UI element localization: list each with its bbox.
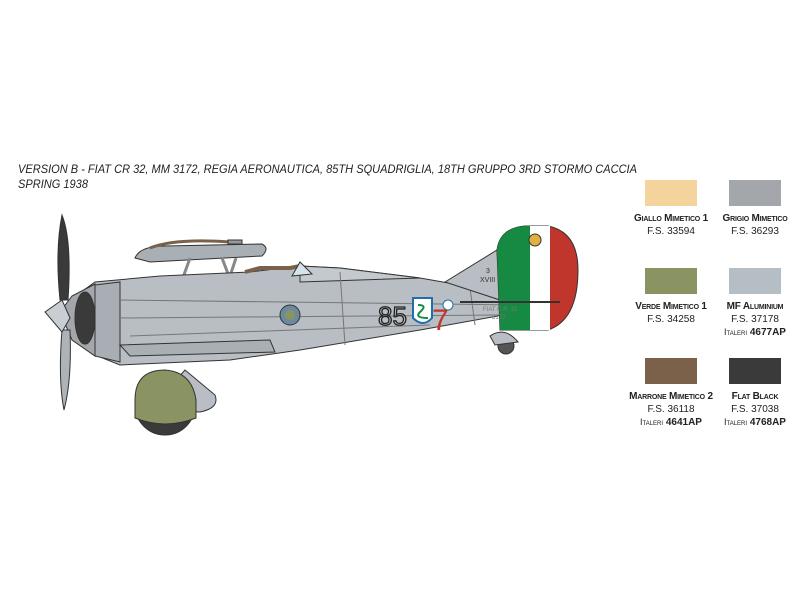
type-stencil: FIAT C.R. 32 <box>483 307 518 313</box>
color-name: Marrone Mimetico 2 <box>629 391 713 402</box>
fs-code: F.S. 36118 <box>647 404 695 415</box>
italeri-label: Italeri <box>640 417 664 427</box>
color-swatch: Giallo Mimetico 1 F.S. 33594 <box>628 180 714 237</box>
squadron-code: 85 <box>378 301 407 331</box>
italeri-code: Italeri 4677AP <box>712 327 798 338</box>
aircraft-number: 7 <box>432 304 449 337</box>
color-swatch: Verde Mimetico 1 F.S. 34258 <box>628 268 714 325</box>
color-swatch: Grigio Mimetico F.S. 36293 <box>712 180 798 237</box>
fs-code: F.S. 36293 <box>731 226 779 237</box>
color-name: Giallo Mimetico 1 <box>634 213 708 224</box>
color-chip <box>729 358 781 384</box>
italeri-number: 4641AP <box>665 417 702 428</box>
color-chip <box>645 268 697 294</box>
version-caption: VERSION B - FIAT CR 32, MM 3172, REGIA A… <box>18 162 637 192</box>
italeri-label: Italeri <box>724 417 748 427</box>
caption-line-2: SPRING 1938 <box>18 177 88 191</box>
color-name: MF Aluminium <box>726 301 784 312</box>
serial-stencil: 3172 <box>492 315 506 321</box>
lower-wing <box>118 339 276 357</box>
color-chip <box>729 180 781 206</box>
italeri-code: Italeri 4768AP <box>712 417 798 428</box>
wheel-spat <box>134 369 197 425</box>
fs-code: F.S. 34258 <box>647 314 695 325</box>
fs-code: F.S. 33594 <box>647 226 695 237</box>
italeri-code: Italeri 4641AP <box>628 417 714 428</box>
spinner <box>44 299 71 333</box>
upper-wing <box>134 243 267 263</box>
gruppo-marking: XVIII <box>480 277 495 284</box>
italeri-number: 4677AP <box>749 327 786 338</box>
color-chip <box>729 268 781 294</box>
propeller-blade <box>57 213 70 301</box>
italeri-number: 4768AP <box>749 417 786 428</box>
color-name: Verde Mimetico 1 <box>635 301 707 312</box>
caption-line-1: VERSION B - FIAT CR 32, MM 3172, REGIA A… <box>18 162 637 176</box>
fs-code: F.S. 37178 <box>731 314 779 325</box>
color-chip <box>645 358 697 384</box>
color-name: Grigio Mimetico <box>722 213 788 224</box>
stormo-marking: 3 <box>486 268 490 275</box>
fs-code: F.S. 37038 <box>731 404 779 415</box>
color-chip <box>645 180 697 206</box>
color-name: Flat Black <box>731 391 779 402</box>
italeri-label: Italeri <box>724 327 748 337</box>
